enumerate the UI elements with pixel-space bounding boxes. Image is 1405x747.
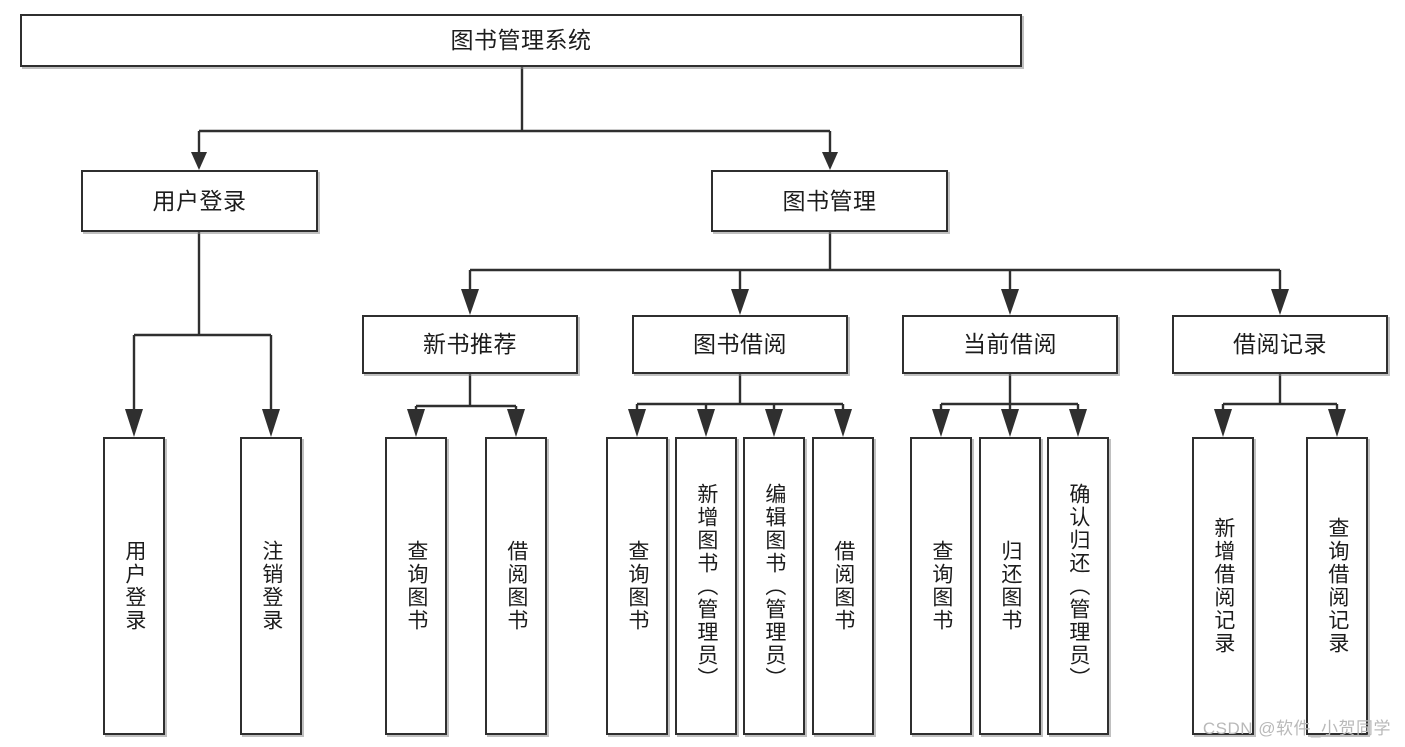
leaf-recommend-borrow-book-label: 借阅图书 bbox=[504, 540, 528, 632]
arrow-leaf-user-login bbox=[125, 409, 143, 437]
arrow-leaf-borrow-1 bbox=[628, 409, 646, 437]
arrow-leaf-current-2 bbox=[1001, 409, 1019, 437]
arrow-leaf-recommend-2 bbox=[507, 409, 525, 437]
leaf-current-return-book-label: 归还图书 bbox=[998, 540, 1022, 632]
node-book-borrow[interactable]: 图书借阅 bbox=[632, 315, 848, 374]
node-book-manage-label: 图书管理 bbox=[782, 187, 877, 214]
node-root-label: 图书管理系统 bbox=[450, 27, 592, 54]
node-borrow-record[interactable]: 借阅记录 bbox=[1172, 315, 1388, 374]
leaf-user-logout[interactable]: 注销登录 bbox=[240, 437, 302, 735]
leaf-current-return-book[interactable]: 归还图书 bbox=[979, 437, 1041, 735]
leaf-borrow-query-book[interactable]: 查询图书 bbox=[606, 437, 668, 735]
leaf-borrow-edit-book[interactable]: 编辑图书（管理员） bbox=[743, 437, 805, 735]
leaf-recommend-query-book-label: 查询图书 bbox=[404, 540, 428, 632]
node-new-book-recommend-label: 新书推荐 bbox=[423, 331, 517, 358]
arrow-record bbox=[1271, 289, 1289, 315]
leaf-current-confirm-return[interactable]: 确认归还（管理员） bbox=[1047, 437, 1109, 735]
leaf-borrow-add-book[interactable]: 新增图书（管理员） bbox=[675, 437, 737, 735]
arrow-leaf-borrow-4 bbox=[834, 409, 852, 437]
node-current-borrow[interactable]: 当前借阅 bbox=[902, 315, 1118, 374]
node-book-manage[interactable]: 图书管理 bbox=[711, 170, 948, 232]
node-current-borrow-label: 当前借阅 bbox=[963, 331, 1057, 358]
leaf-current-query-book[interactable]: 查询图书 bbox=[910, 437, 972, 735]
csdn-watermark: CSDN @软件_小贺同学 bbox=[1202, 719, 1391, 738]
leaf-recommend-query-book[interactable]: 查询图书 bbox=[385, 437, 447, 735]
arrow-bookmanage bbox=[822, 152, 838, 170]
arrow-leaf-user-logout bbox=[262, 409, 280, 437]
leaf-borrow-edit-book-label: 编辑图书（管理员） bbox=[762, 482, 786, 690]
leaf-user-login[interactable]: 用户登录 bbox=[103, 437, 165, 735]
arrow-current bbox=[1001, 289, 1019, 315]
leaf-record-query-label: 查询借阅记录 bbox=[1325, 517, 1349, 655]
arrow-userlogin bbox=[191, 152, 207, 170]
node-user-login[interactable]: 用户登录 bbox=[81, 170, 318, 232]
leaf-record-query[interactable]: 查询借阅记录 bbox=[1306, 437, 1368, 735]
arrow-leaf-current-1 bbox=[932, 409, 950, 437]
node-user-login-label: 用户登录 bbox=[152, 187, 247, 214]
arrow-leaf-record-2 bbox=[1328, 409, 1346, 437]
node-book-borrow-label: 图书借阅 bbox=[693, 331, 787, 358]
leaf-user-logout-label: 注销登录 bbox=[259, 540, 283, 632]
leaf-borrow-add-book-label: 新增图书（管理员） bbox=[694, 482, 718, 690]
arrow-recommend bbox=[461, 289, 479, 315]
arrow-leaf-recommend-1 bbox=[407, 409, 425, 437]
arrow-borrow bbox=[731, 289, 749, 315]
leaf-recommend-borrow-book[interactable]: 借阅图书 bbox=[485, 437, 547, 735]
arrow-leaf-borrow-2 bbox=[697, 409, 715, 437]
node-new-book-recommend[interactable]: 新书推荐 bbox=[362, 315, 578, 374]
leaf-record-add[interactable]: 新增借阅记录 bbox=[1192, 437, 1254, 735]
arrow-leaf-current-3 bbox=[1069, 409, 1087, 437]
leaf-borrow-borrow-book[interactable]: 借阅图书 bbox=[812, 437, 874, 735]
node-borrow-record-label: 借阅记录 bbox=[1233, 331, 1327, 358]
leaf-current-confirm-return-label: 确认归还（管理员） bbox=[1066, 482, 1090, 690]
leaf-user-login-label: 用户登录 bbox=[122, 540, 146, 632]
arrow-leaf-record-1 bbox=[1214, 409, 1232, 437]
leaf-borrow-borrow-book-label: 借阅图书 bbox=[831, 540, 855, 632]
leaf-borrow-query-book-label: 查询图书 bbox=[625, 540, 649, 632]
node-root[interactable]: 图书管理系统 bbox=[20, 14, 1022, 67]
leaf-record-add-label: 新增借阅记录 bbox=[1211, 517, 1235, 655]
leaf-current-query-book-label: 查询图书 bbox=[929, 540, 953, 632]
arrow-leaf-borrow-3 bbox=[765, 409, 783, 437]
